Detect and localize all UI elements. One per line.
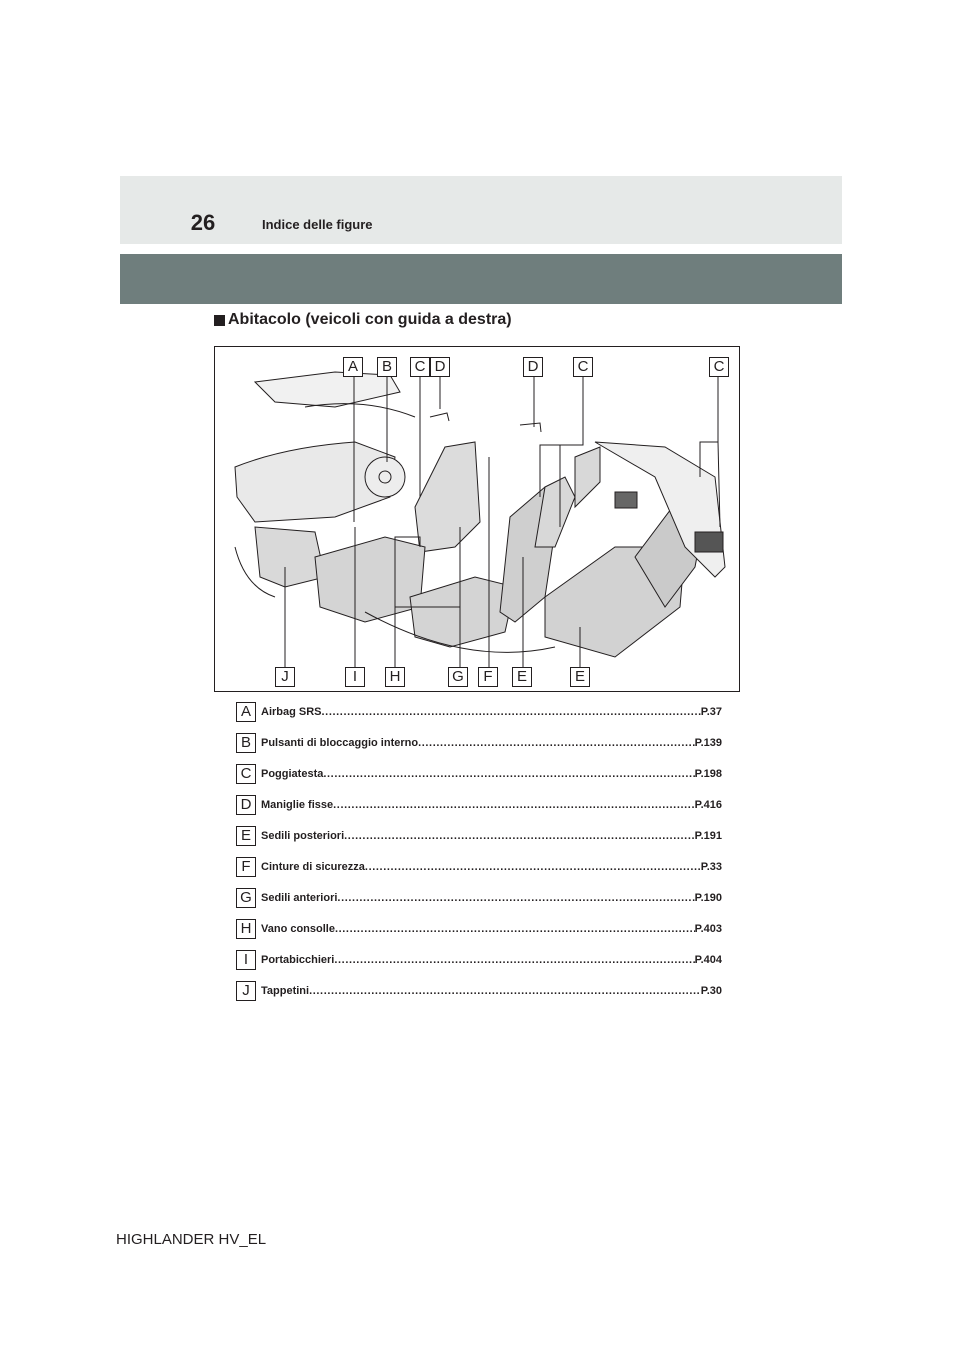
footer-model-code: HIGHLANDER HV_EL	[116, 1231, 267, 1248]
callout-e: E	[512, 667, 532, 687]
page-reference[interactable]: P.190	[694, 892, 722, 904]
header-band	[120, 176, 842, 244]
interior-illustration: A B C D D C C J I H G F E E	[214, 346, 740, 692]
legend-item: C Poggiatesta ..........................…	[236, 764, 742, 784]
legend-label: Airbag SRS	[261, 706, 322, 718]
section-title: Indice delle figure	[262, 217, 373, 232]
leader-dots: ........................................…	[418, 737, 695, 749]
legend-item: E Sedili posteriori ....................…	[236, 826, 742, 846]
page-number: 26	[190, 210, 216, 235]
callout-b: B	[377, 357, 397, 377]
legend-item: D Maniglie fisse .......................…	[236, 795, 742, 815]
legend-key: C	[236, 764, 256, 784]
leader-dots: ........................................…	[337, 892, 695, 904]
cabin-drawing	[234, 371, 726, 667]
leader-dots: ........................................…	[364, 861, 701, 873]
callout-f: F	[478, 667, 498, 687]
leader-dots: ........................................…	[344, 830, 695, 842]
legend-key: H	[236, 919, 256, 939]
legend-label: Portabicchieri	[261, 954, 335, 966]
callout-h: H	[385, 667, 405, 687]
legend-entry: Pulsanti di bloccaggio interno .........…	[261, 736, 722, 750]
legend-item: J Tappetini ............................…	[236, 981, 742, 1001]
callout-c: C	[410, 357, 430, 377]
legend-key: D	[236, 795, 256, 815]
legend-entry: Maniglie fisse .........................…	[261, 798, 722, 812]
callout-j: J	[275, 667, 295, 687]
legend-label: Poggiatesta	[261, 768, 324, 780]
legend-entry: Cinture di sicurezza ...................…	[261, 860, 722, 874]
legend-label: Vano consolle	[261, 923, 335, 935]
legend-label: Sedili anteriori	[261, 892, 338, 904]
page-reference[interactable]: P.139	[694, 737, 722, 749]
leader-dots: ........................................…	[334, 923, 695, 935]
callout-c: C	[573, 357, 593, 377]
subheading-text: Abitacolo (veicoli con guida a destra)	[228, 311, 512, 328]
callout-a: A	[343, 357, 363, 377]
leader-dots: ........................................…	[321, 706, 701, 718]
page-reference[interactable]: P.33	[700, 861, 722, 873]
page-reference[interactable]: P.404	[694, 954, 722, 966]
header-bar	[120, 254, 842, 304]
page-reference[interactable]: P.37	[700, 706, 722, 718]
callout-c: C	[709, 357, 729, 377]
leader-dots: ........................................…	[333, 799, 695, 811]
callout-d: D	[523, 357, 543, 377]
legend-label: Pulsanti di bloccaggio interno	[261, 737, 419, 749]
page-reference[interactable]: P.30	[700, 985, 722, 997]
legend-label: Cinture di sicurezza	[261, 861, 365, 873]
leader-dots: ........................................…	[323, 768, 694, 780]
square-bullet-icon	[214, 315, 225, 326]
legend-entry: Tappetini ..............................…	[261, 984, 722, 998]
callout-i: I	[345, 667, 365, 687]
legend-entry: Sedili posteriori ......................…	[261, 829, 722, 843]
legend-entry: Poggiatesta ............................…	[261, 767, 722, 781]
legend-entry: Portabicchieri .........................…	[261, 953, 722, 967]
legend-key: B	[236, 733, 256, 753]
legend-entry: Airbag SRS .............................…	[261, 705, 722, 719]
legend-key: G	[236, 888, 256, 908]
legend-key: E	[236, 826, 256, 846]
legend-key: I	[236, 950, 256, 970]
page-reference[interactable]: P.416	[694, 799, 722, 811]
page-reference[interactable]: P.191	[694, 830, 722, 842]
callout-e: E	[570, 667, 590, 687]
page-reference[interactable]: P.198	[694, 768, 722, 780]
leader-dots: ........................................…	[309, 985, 701, 997]
callout-d: D	[430, 357, 450, 377]
legend-label: Maniglie fisse	[261, 799, 334, 811]
legend-item: H Vano consolle ........................…	[236, 919, 742, 939]
subheading: Abitacolo (veicoli con guida a destra)	[214, 310, 512, 330]
legend-item: F Cinture di sicurezza .................…	[236, 857, 742, 877]
legend-entry: Sedili anteriori .......................…	[261, 891, 722, 905]
legend-label: Tappetini	[261, 985, 310, 997]
legend-item: G Sedili anteriori .....................…	[236, 888, 742, 908]
callout-g: G	[448, 667, 468, 687]
legend-item: B Pulsanti di bloccaggio interno .......…	[236, 733, 742, 753]
legend-key: A	[236, 702, 256, 722]
page-reference[interactable]: P.403	[694, 923, 722, 935]
legend-label: Sedili posteriori	[261, 830, 345, 842]
legend-entry: Vano consolle ..........................…	[261, 922, 722, 936]
legend-item: I Portabicchieri .......................…	[236, 950, 742, 970]
legend-item: A Airbag SRS ...........................…	[236, 702, 742, 722]
legend-key: F	[236, 857, 256, 877]
legend-key: J	[236, 981, 256, 1001]
leader-dots: ........................................…	[334, 954, 695, 966]
